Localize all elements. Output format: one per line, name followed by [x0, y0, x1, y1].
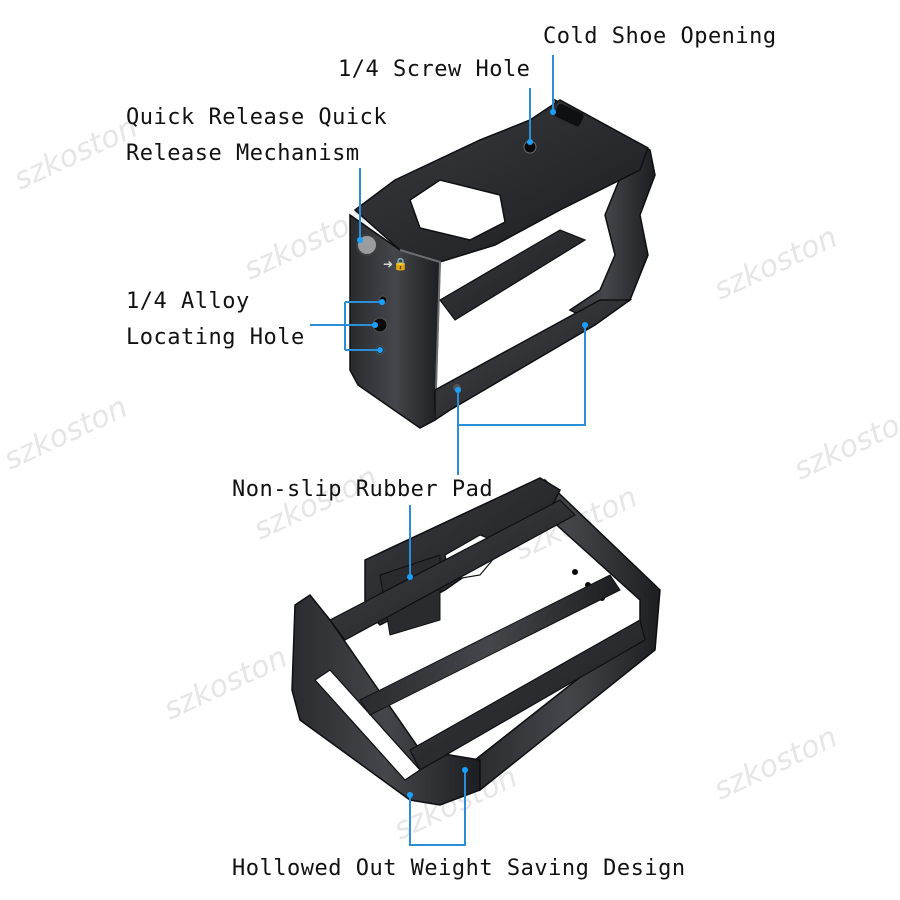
top-cage-bottom-rail	[434, 299, 633, 422]
lock-glyph: ➜🔒	[383, 257, 408, 271]
bottom-cage-top-rail	[329, 499, 576, 641]
callout-hollowed	[409, 770, 466, 846]
top-cage-top-window	[409, 179, 506, 241]
top-cage-top-plate	[353, 99, 649, 263]
watermark-text: szkoston	[709, 220, 843, 307]
watermark-text: szkoston	[159, 640, 293, 727]
top-cage-edge	[399, 249, 442, 421]
label-screw-hole: 1/4 Screw Hole	[338, 57, 531, 82]
callout-dots	[357, 109, 588, 798]
watermark-text: szkoston	[789, 400, 900, 487]
callout-alloy	[310, 301, 382, 351]
bottom-cage-middle-rail	[359, 574, 621, 716]
callout-lines	[310, 55, 586, 846]
label-rubber-pad: Non-slip Rubber Pad	[232, 477, 494, 502]
top-cage-middle-rail	[439, 229, 587, 321]
label-quick-release-line1: Quick Release Quick	[126, 105, 388, 130]
label-hollowed-design: Hollowed Out Weight Saving Design	[232, 856, 686, 881]
label-alloy-line2: Locating Hole	[126, 325, 305, 350]
watermark-text: szkoston	[9, 110, 143, 197]
callout-rubber-pad-top	[457, 325, 586, 475]
label-quick-release-line2: Release Mechanism	[126, 141, 360, 166]
watermark-text: szkoston	[709, 720, 843, 807]
watermark-text: szkoston	[0, 390, 133, 477]
bottom-cage	[291, 477, 661, 806]
label-cold-shoe-opening: Cold Shoe Opening	[543, 24, 777, 49]
top-cage: ➜🔒	[349, 98, 656, 429]
bottom-cage-bottom-rail	[409, 619, 646, 771]
cold-shoe-slot	[554, 103, 584, 127]
bottom-cage-hole	[572, 569, 578, 575]
label-alloy-line1: 1/4 Alloy	[126, 289, 250, 314]
